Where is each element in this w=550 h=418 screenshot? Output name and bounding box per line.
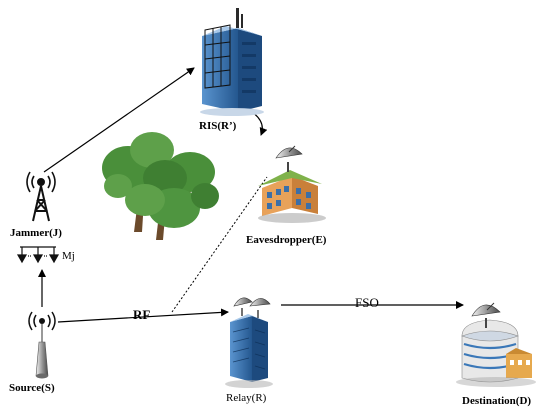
ris-building-icon [200, 8, 264, 116]
links [38, 67, 464, 323]
destination-building-icon [456, 302, 536, 387]
fso-link-label: FSO [355, 295, 379, 310]
jammer-to-ris-arrow [43, 67, 195, 173]
ris-label: RIS(R’) [199, 120, 237, 132]
relay-label: Relay(R) [226, 392, 267, 404]
jammer-tower-icon [26, 171, 56, 222]
rf-link-arrow [57, 308, 229, 323]
rf-link-label: RF [133, 307, 151, 322]
trees-icon [102, 132, 219, 240]
eavesdropper-label: Eavesdropper(E) [246, 234, 327, 246]
eavesdropper-building-icon [258, 145, 326, 223]
eavesdropping-dotted-link [171, 176, 268, 313]
jammer-antenna-count-label: Mj [62, 250, 75, 262]
jammer-label: Jammer(J) [10, 227, 62, 239]
ris-to-eavesdropper-arrow [251, 111, 268, 136]
source-antenna-icon [28, 311, 56, 379]
jammer-antenna-array-icon [16, 246, 60, 264]
destination-label: Destination(D) [462, 395, 532, 407]
source-label: Source(S) [9, 382, 55, 394]
relay-building-icon [225, 297, 273, 388]
